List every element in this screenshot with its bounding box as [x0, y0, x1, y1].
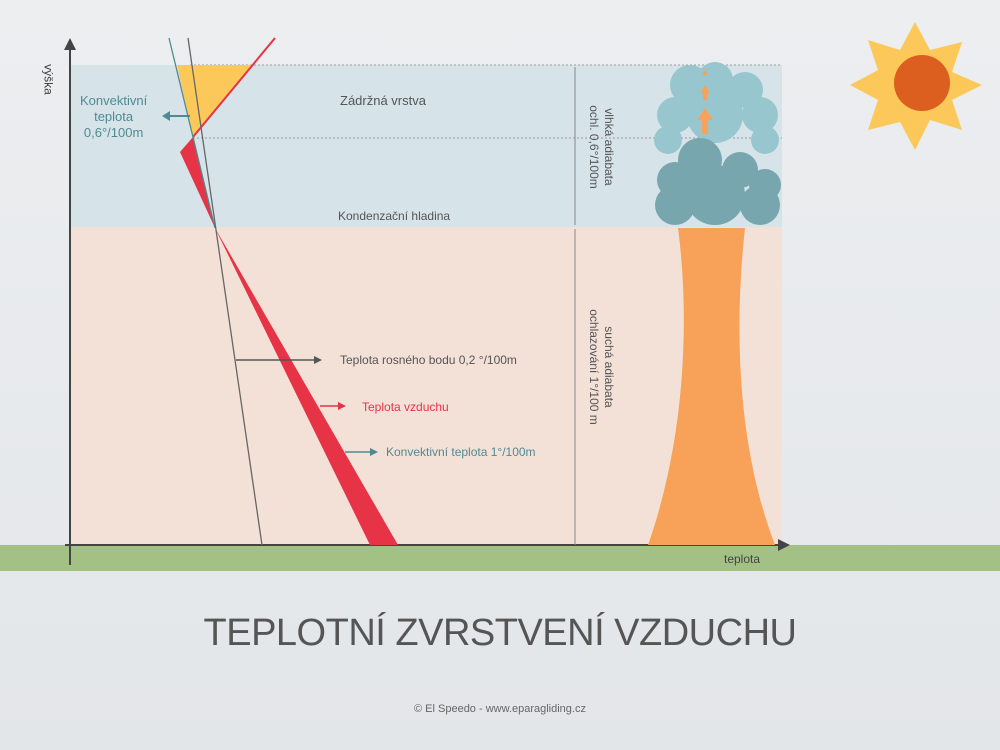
dew-point-label: Teplota rosného bodu 0,2 °/100m — [340, 353, 517, 367]
condensation-level-label: Kondenzační hladina — [338, 209, 451, 223]
label-line: vlhká adiabata — [602, 108, 616, 186]
thermal-column — [648, 228, 775, 545]
y-axis-arrow — [64, 38, 76, 50]
convective-line — [168, 37, 216, 229]
updraft-arrows-icon — [697, 70, 713, 134]
footer-credit: © El Speedo - www.eparagliding.cz — [414, 703, 586, 715]
air-temp-area-upper — [180, 137, 215, 228]
air-temp-label: Teplota vzduchu — [362, 400, 449, 414]
sun-icon — [850, 22, 982, 150]
cloud-lower — [655, 138, 781, 225]
moist-adiabat-label: vlhká adiabata ochl. 0,6°/100m — [582, 87, 616, 207]
label-line: Konvektivní — [80, 93, 148, 108]
convective-upper-label: Konvektivní teplota 0,6°/100m — [80, 93, 147, 141]
ground — [0, 545, 1000, 571]
label-line: ochlazování 1°/100 m — [587, 309, 601, 425]
convective-lower-arrowhead — [370, 448, 378, 456]
convective-upper-arrowhead — [162, 111, 170, 121]
x-axis-label: teplota — [724, 552, 761, 566]
label-line: suchá adiabata — [602, 326, 616, 408]
air-temp-area-lower — [215, 228, 398, 545]
y-axis-label: výška — [41, 64, 56, 95]
convective-lower-label: Konvektivní teplota 1°/100m — [386, 445, 536, 459]
convective-area-upper — [177, 65, 253, 137]
page-title: TEPLOTNÍ ZVRSTVENÍ VZDUCHU — [203, 612, 797, 654]
air-temp-arrowhead — [338, 402, 346, 410]
label-line: ochl. 0,6°/100m — [587, 105, 601, 189]
dry-layer — [70, 227, 782, 545]
label-line: 0,6°/100m — [83, 125, 144, 140]
dew-point-arrowhead — [314, 356, 322, 364]
dry-adiabat-label: suchá adiabata ochlazování 1°/100 m — [582, 287, 616, 447]
x-axis-arrow — [778, 539, 790, 551]
dew-point-line — [187, 37, 263, 546]
label-line: teplota — [94, 109, 134, 124]
air-temp-line — [192, 37, 276, 138]
inversion-layer-label: Zádržná vrstva — [340, 93, 426, 108]
cloud-upper — [654, 62, 779, 154]
